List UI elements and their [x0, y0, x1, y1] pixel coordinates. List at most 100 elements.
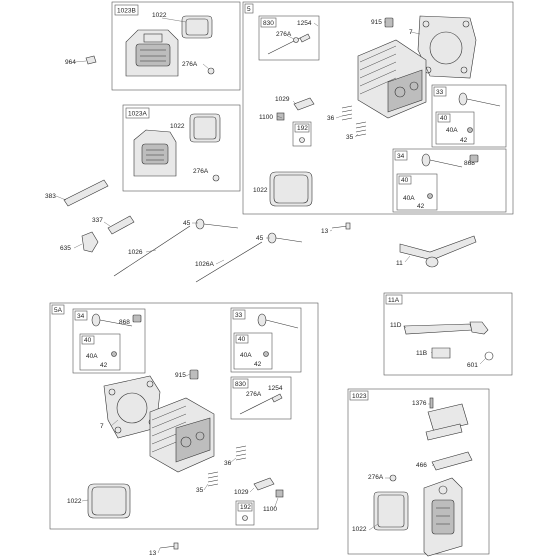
label-1029-5A: 1029	[234, 489, 249, 496]
label-1376: 1376	[412, 400, 427, 407]
group-11A: 11A 11D 11B 601	[383, 292, 513, 376]
label-1100-5A: 1100	[263, 506, 277, 513]
label-35: 35	[346, 134, 354, 141]
label-635: 635	[60, 245, 71, 252]
head-gasket-part	[417, 15, 477, 79]
label-466: 466	[416, 462, 427, 469]
label-276A-1023: 276A	[368, 474, 384, 481]
group-830-frame-5A	[230, 376, 292, 420]
label-40A-5A: 40A	[86, 353, 98, 360]
exhaust-valve-part	[421, 153, 431, 167]
label-42-5A: 42	[100, 362, 108, 369]
label-337: 337	[92, 217, 103, 224]
label-40A-b: 40A	[403, 195, 415, 202]
label-35-5A: 35	[196, 487, 204, 494]
label-276A-a: 276A	[193, 168, 209, 175]
group-5: 5 830 1254 276A 915 7 1029 1100 19	[242, 1, 514, 215]
label-1022-5A: 1022	[67, 498, 82, 505]
group-1023-label: 1023	[352, 393, 367, 400]
group-40-label: 40	[440, 115, 448, 122]
intake-valve-part	[458, 92, 468, 106]
label-42-b: 42	[417, 203, 425, 210]
gasket-1022-part-5	[269, 171, 313, 207]
group-5-frame	[242, 1, 514, 215]
label-383: 383	[45, 193, 56, 200]
spark-plug-337-part	[107, 215, 135, 235]
plug-boot-635-part	[81, 231, 99, 253]
plug-915-part	[384, 17, 394, 28]
group-33-frame-5A	[230, 307, 302, 373]
label-13: 13	[321, 228, 329, 235]
breather-tube-11-part	[399, 235, 477, 261]
group-830-label: 830	[263, 20, 274, 27]
group-1023A-label: 1023A	[128, 111, 147, 118]
breather-tube-11D-part	[403, 323, 473, 335]
label-276A: 276A	[182, 61, 198, 68]
group-34-frame-5A	[72, 308, 146, 374]
spring-36-part	[341, 105, 353, 121]
label-276A-5: 276A	[276, 31, 292, 38]
valve-45-part	[203, 223, 239, 229]
label-40A-5A-b: 40A	[240, 352, 252, 359]
label-42: 42	[460, 137, 468, 144]
group-1023B: 1023B 1022 276A	[111, 1, 241, 91]
plug-964-part	[85, 55, 97, 65]
group-33-label-5A: 33	[235, 312, 243, 319]
label-1022-1023: 1022	[352, 526, 367, 533]
valve-cover-part	[125, 29, 179, 77]
label-868: 868	[464, 160, 475, 167]
label-964: 964	[65, 59, 76, 66]
label-7: 7	[409, 29, 413, 36]
group-33-frame	[431, 84, 507, 148]
group-11A-frame	[383, 292, 513, 376]
clamp-601-part	[484, 351, 494, 361]
label-42-5A-b: 42	[254, 361, 262, 368]
label-1026: 1026	[128, 249, 143, 256]
group-40-frame	[435, 111, 475, 145]
group-34-frame	[392, 148, 507, 213]
label-601: 601	[467, 362, 478, 369]
label-11D: 11D	[390, 322, 402, 329]
label-13-b: 13	[149, 550, 157, 557]
group-1023A: 1023A 1022 276A	[122, 104, 241, 192]
gasket-1022-part	[181, 15, 213, 39]
group-830-label-5A: 830	[235, 381, 246, 388]
rocker-1029-part	[293, 97, 315, 111]
label-1029: 1029	[275, 96, 290, 103]
group-1023B-tag	[114, 4, 139, 16]
group-5A-label: 5A	[54, 307, 63, 314]
group-11A-label: 11A	[388, 297, 400, 304]
group-33-label: 33	[436, 89, 444, 96]
group-34-label: 34	[397, 153, 405, 160]
label-1022-5: 1022	[253, 187, 268, 194]
label-36-5A: 36	[224, 460, 232, 467]
label-1022: 1022	[152, 12, 167, 19]
label-11: 11	[396, 260, 403, 267]
label-1026A: 1026A	[195, 261, 214, 268]
group-192-label-5A: 192	[240, 504, 251, 511]
group-1023B-frame	[111, 1, 241, 91]
group-40-label-b: 40	[401, 177, 409, 184]
spark-plug-boot-383-part	[63, 179, 109, 207]
group-1023B-label: 1023B	[117, 8, 136, 15]
label-7-5A: 7	[100, 423, 104, 430]
label-45: 45	[183, 220, 191, 227]
label-40A: 40A	[446, 127, 458, 134]
group-1023: 1023 1376 466 276A 1022	[347, 388, 490, 557]
label-276A-5A: 276A	[246, 391, 262, 398]
cylinder-head-part	[357, 39, 427, 119]
group-192-label: 192	[297, 125, 308, 132]
group-5A-frame	[49, 302, 319, 530]
group-5-label: 5	[247, 6, 251, 13]
label-36: 36	[327, 115, 335, 122]
label-45-b: 45	[256, 235, 264, 242]
group-5-tag	[244, 3, 254, 14]
group-5A: 5A 34 868 40 40A 42 33 40 40A 42 915 830…	[49, 302, 319, 530]
group-192-frame	[292, 121, 312, 147]
stud-13-part	[331, 225, 349, 229]
label-868-5A: 868	[119, 319, 130, 326]
gasket-1022-part-1023	[373, 491, 409, 531]
group-1023-frame	[347, 388, 490, 555]
hose-11B-part	[431, 347, 451, 359]
